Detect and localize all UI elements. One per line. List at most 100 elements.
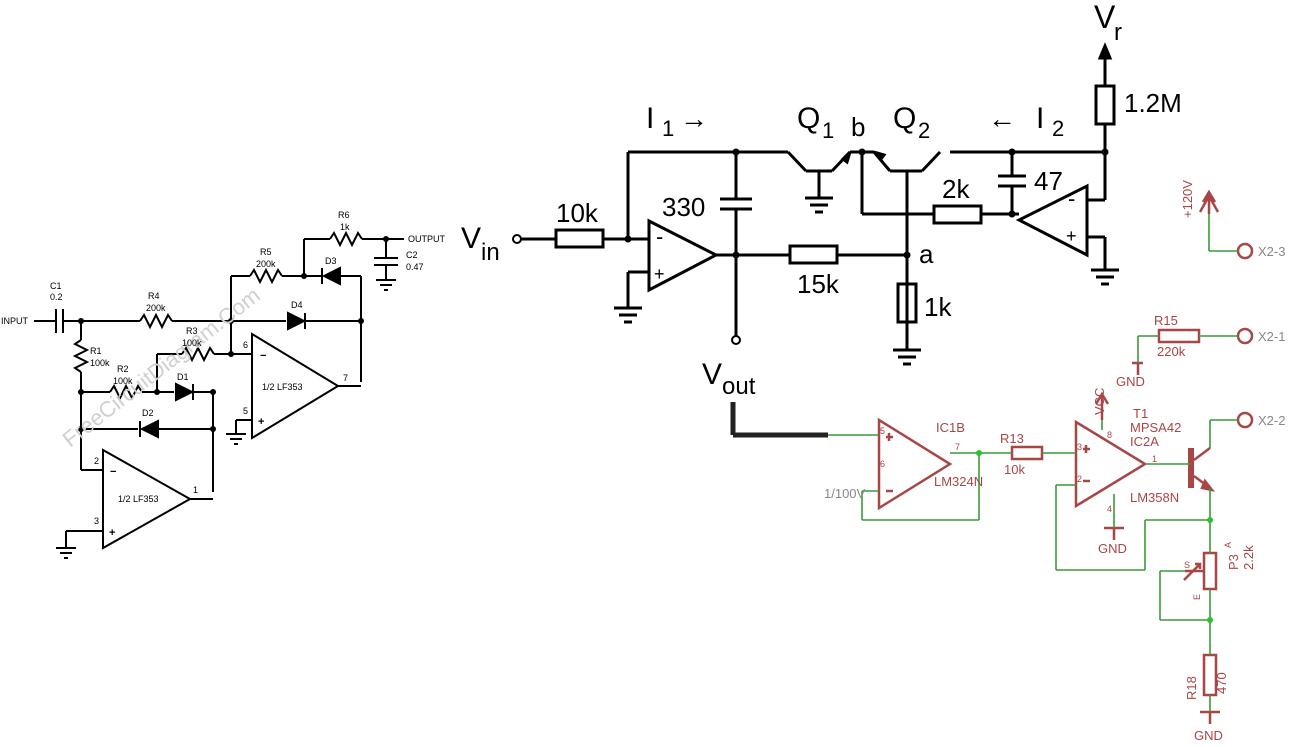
x2-2-label: X2-2 bbox=[1258, 413, 1285, 428]
r6-value: 1k bbox=[340, 222, 350, 232]
u1-plus: + bbox=[109, 527, 115, 539]
r18-label: R18 bbox=[1184, 676, 1199, 700]
r13-value: 10k bbox=[1004, 462, 1025, 477]
node-b-label: b bbox=[851, 112, 865, 142]
ic2a-pin1: 1 bbox=[1152, 454, 1157, 464]
p3-value: 2.2k bbox=[1241, 545, 1256, 570]
gnd-bottom-label: GND bbox=[1194, 728, 1223, 743]
c2-value: 0.47 bbox=[406, 262, 424, 272]
r2-value: 100k bbox=[113, 376, 133, 386]
ic2a-label: IC2A bbox=[1130, 434, 1159, 449]
x2-1-label: X2-1 bbox=[1258, 329, 1285, 344]
r4-label: R4 bbox=[148, 291, 160, 301]
r15-value: 220k bbox=[1157, 344, 1186, 359]
r4-value: 200k bbox=[146, 303, 166, 313]
t1-part: MPSA42 bbox=[1130, 420, 1181, 435]
r2-label: R2 bbox=[117, 364, 129, 374]
p3-pin-e: E bbox=[1192, 594, 1202, 600]
left-junctions bbox=[78, 236, 389, 432]
opamp1-plus: + bbox=[654, 264, 665, 284]
i1-subscript: 1 bbox=[662, 116, 674, 141]
vout-label: V bbox=[702, 358, 722, 391]
u1-pin1: 1 bbox=[193, 485, 198, 495]
r-2k-label: 2k bbox=[942, 174, 970, 204]
u2-plus: + bbox=[258, 416, 264, 428]
p3-pin-a: A bbox=[1223, 542, 1233, 548]
ic1b-pin5: 5 bbox=[880, 426, 885, 436]
u2-label: 1/2 LF353 bbox=[262, 382, 303, 392]
opamp1-minus: - bbox=[656, 224, 663, 249]
divider-label: 1/100V bbox=[824, 486, 866, 501]
u1-pin3: 3 bbox=[94, 516, 99, 526]
d1-label: D1 bbox=[177, 372, 189, 382]
vr-subscript: r bbox=[1114, 19, 1122, 46]
i1-label: I bbox=[646, 102, 654, 135]
p3-pin-s: S bbox=[1184, 560, 1190, 570]
opamp2-plus: + bbox=[1066, 226, 1077, 246]
r3-value: 100k bbox=[182, 338, 202, 348]
vcc-label: VCC bbox=[1092, 388, 1107, 415]
node-a-label: a bbox=[919, 239, 934, 269]
ic2a-pin8: 8 bbox=[1107, 430, 1112, 440]
r-15k-label: 15k bbox=[797, 269, 840, 299]
i1-arrow: → bbox=[680, 103, 708, 134]
u2-minus: − bbox=[260, 350, 266, 362]
r1-value: 100k bbox=[90, 358, 110, 368]
r5-value: 200k bbox=[256, 259, 276, 269]
d3-label: D3 bbox=[325, 256, 337, 266]
ic2a-pin4: 4 bbox=[1107, 504, 1112, 514]
ic1b-pin7: 7 bbox=[955, 442, 960, 452]
input-label: INPUT bbox=[1, 316, 29, 326]
r6-label: R6 bbox=[338, 210, 350, 220]
opamp2-minus: - bbox=[1068, 186, 1075, 211]
r-1k-label: 1k bbox=[924, 292, 952, 322]
c-47-label: 47 bbox=[1034, 166, 1063, 196]
u1-pin2: 2 bbox=[94, 456, 99, 466]
r5-label: R5 bbox=[260, 247, 272, 257]
vin-label: V bbox=[461, 222, 481, 255]
v120-label: +120V bbox=[1180, 180, 1195, 218]
ic1b-pin6: 6 bbox=[880, 459, 885, 469]
q2-label: Q bbox=[893, 102, 916, 135]
ic2a-pin3: 3 bbox=[1077, 442, 1082, 452]
c2-label: C2 bbox=[406, 250, 418, 260]
ic2a-part: LM358N bbox=[1130, 490, 1179, 505]
c1-value: 0.2 bbox=[50, 292, 63, 302]
i2-subscript: 2 bbox=[1052, 116, 1064, 141]
r-10k-label: 10k bbox=[556, 198, 599, 228]
middle-circuit bbox=[512, 42, 1119, 438]
r18-value: 470 bbox=[1214, 672, 1229, 694]
gnd-mid-label: GND bbox=[1098, 541, 1127, 556]
d4-label: D4 bbox=[291, 300, 303, 310]
u2-pin5: 5 bbox=[243, 406, 248, 416]
c-330-label: 330 bbox=[662, 192, 705, 222]
u2-pin6: 6 bbox=[243, 340, 248, 350]
q2-subscript: 2 bbox=[918, 118, 930, 143]
vr-label: V bbox=[1094, 0, 1116, 35]
q1-label: Q bbox=[797, 102, 820, 135]
r13-label: R13 bbox=[1000, 431, 1024, 446]
r-1-2m-label: 1.2M bbox=[1124, 88, 1182, 118]
c1-label: C1 bbox=[50, 281, 62, 291]
t1-label: T1 bbox=[1133, 406, 1148, 421]
r15-label: R15 bbox=[1154, 313, 1178, 328]
u1-minus: − bbox=[110, 466, 116, 478]
ic1b-label: IC1B bbox=[936, 420, 965, 435]
vout-subscript: out bbox=[722, 373, 756, 400]
x2-3-label: X2-3 bbox=[1258, 244, 1285, 259]
middle-junctions bbox=[624, 148, 1109, 259]
i2-label: I bbox=[1036, 102, 1044, 135]
u2-pin7: 7 bbox=[343, 373, 348, 383]
p3-label: P3 bbox=[1226, 554, 1241, 570]
right-circuit bbox=[828, 189, 1254, 724]
gnd-top-label: GND bbox=[1116, 374, 1145, 389]
i2-arrow: ← bbox=[988, 103, 1016, 134]
q1-subscript: 1 bbox=[822, 118, 834, 143]
r1-label: R1 bbox=[90, 346, 102, 356]
output-label: OUTPUT bbox=[408, 234, 446, 244]
vin-subscript: in bbox=[481, 239, 500, 266]
ic2a-pin2: 2 bbox=[1077, 474, 1082, 484]
d2-label: D2 bbox=[142, 408, 154, 418]
ic1b-part: LM324N bbox=[934, 474, 983, 489]
